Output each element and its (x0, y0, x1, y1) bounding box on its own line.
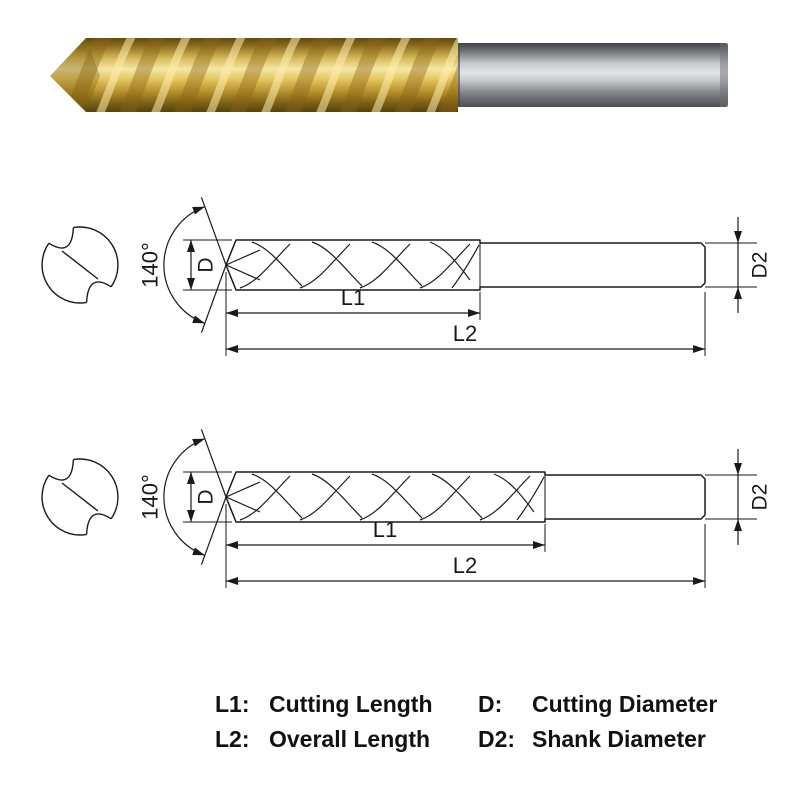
legend-key-d: D: (478, 691, 503, 717)
legend-value-l1: Cutting Length (269, 691, 433, 717)
cutting-diameter-dimension-2: D (183, 471, 232, 523)
point-angle-label-1: 140° (138, 242, 163, 288)
legend-item-d: D: Cutting Diameter (478, 687, 717, 722)
point-angle-label-2: 140° (138, 474, 163, 520)
point-angle-arc-1 (163, 206, 206, 324)
l1-label-1: L1 (341, 285, 365, 310)
drill-outline-2 (225, 471, 706, 523)
overall-length-dimension-1: L2 (226, 292, 706, 356)
end-view-1 (41, 226, 119, 304)
end-view-2 (41, 458, 119, 536)
drill-side-view-2 (225, 471, 706, 523)
drill-shank-photo (454, 43, 728, 107)
legend-key-d2: D2: (478, 726, 516, 752)
drill-outline-1 (225, 239, 706, 291)
technical-drawing-1: 140° D (41, 197, 772, 356)
cutting-length-dimension-1: L1 (225, 272, 481, 356)
shank-diameter-dimension-1: D2 (705, 217, 772, 313)
legend-key-l1: L1: (215, 691, 250, 717)
d2-label-1: D2 (749, 252, 772, 279)
legend-value-d: Cutting Diameter (532, 691, 718, 717)
legend-value-l2: Overall Length (269, 726, 431, 752)
overall-length-dimension-2: L2 (226, 524, 706, 588)
cutting-diameter-dimension-1: D (183, 239, 232, 291)
legend: L1: Cutting Length D: Cutting Diameter L… (215, 687, 775, 757)
l1-label-2: L1 (373, 517, 397, 542)
legend-row-1: L1: Cutting Length D: Cutting Diameter (215, 687, 775, 722)
drawing-canvas: 140° D (41, 38, 772, 588)
point-angle-annotation-2: 140° (138, 429, 227, 565)
point-angle-annotation-1: 140° (138, 197, 227, 333)
technical-drawing-2: 140° D (41, 429, 772, 588)
l2-label-1: L2 (453, 321, 477, 346)
d2-label-2: D2 (749, 484, 772, 511)
legend-item-l2: L2: Overall Length (215, 722, 478, 757)
legend-value-d2: Shank Diameter (532, 726, 706, 752)
legend-row-2: L2: Overall Length D2: Shank Diameter (215, 722, 775, 757)
l2-label-2: L2 (453, 553, 477, 578)
flute-helix-lines-2 (225, 473, 546, 521)
cutting-length-dimension-2: L1 (225, 504, 546, 588)
product-photo (50, 38, 728, 112)
legend-item-d2: D2: Shank Diameter (478, 722, 706, 757)
point-angle-arc-2 (163, 438, 206, 556)
d-label-2: D (195, 489, 218, 504)
drill-flutes-photo (50, 38, 458, 112)
d-label-1: D (195, 257, 218, 272)
legend-key-l2: L2: (215, 726, 250, 752)
drill-side-view-1 (225, 239, 706, 291)
legend-item-l1: L1: Cutting Length (215, 687, 478, 722)
shank-diameter-dimension-2: D2 (705, 449, 772, 545)
drill-tip-photo (50, 38, 100, 112)
flute-helix-lines-1 (225, 241, 481, 289)
